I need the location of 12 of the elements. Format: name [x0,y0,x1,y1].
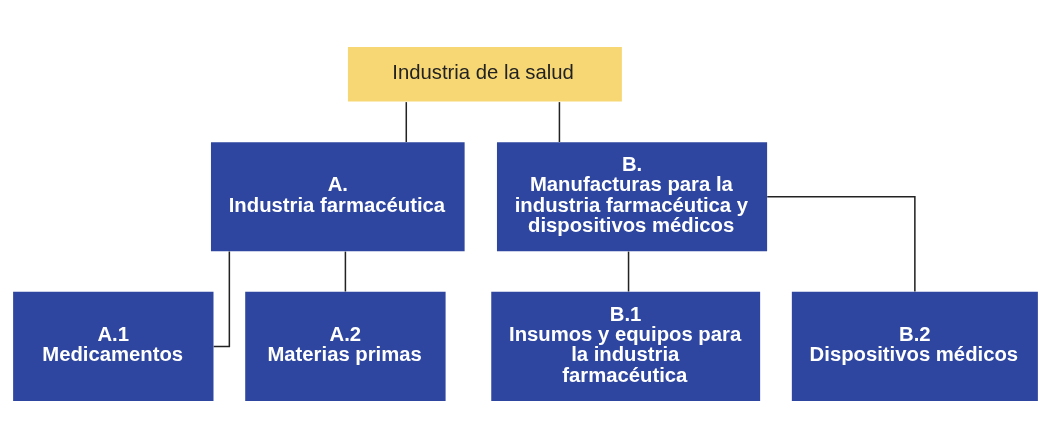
connector [766,195,916,293]
node-box: A.2 Materias primas [245,291,446,401]
node-box: A.1 Medicamentos [13,291,214,401]
node-box: B.1 Insumos y equipos para la industria farmacéutica [491,291,761,401]
node-box: B. Manufacturas para la industria farmacéutica y dispositivos médicos [496,142,768,252]
connector [558,101,561,143]
connector [627,250,630,293]
node-box: Industria de la salud [347,47,622,102]
node-box: A. Industria farmacéutica [210,142,465,252]
connector [405,101,408,143]
connector [344,250,347,293]
node-box: B.2 Dispositivos médicos [791,291,1038,401]
